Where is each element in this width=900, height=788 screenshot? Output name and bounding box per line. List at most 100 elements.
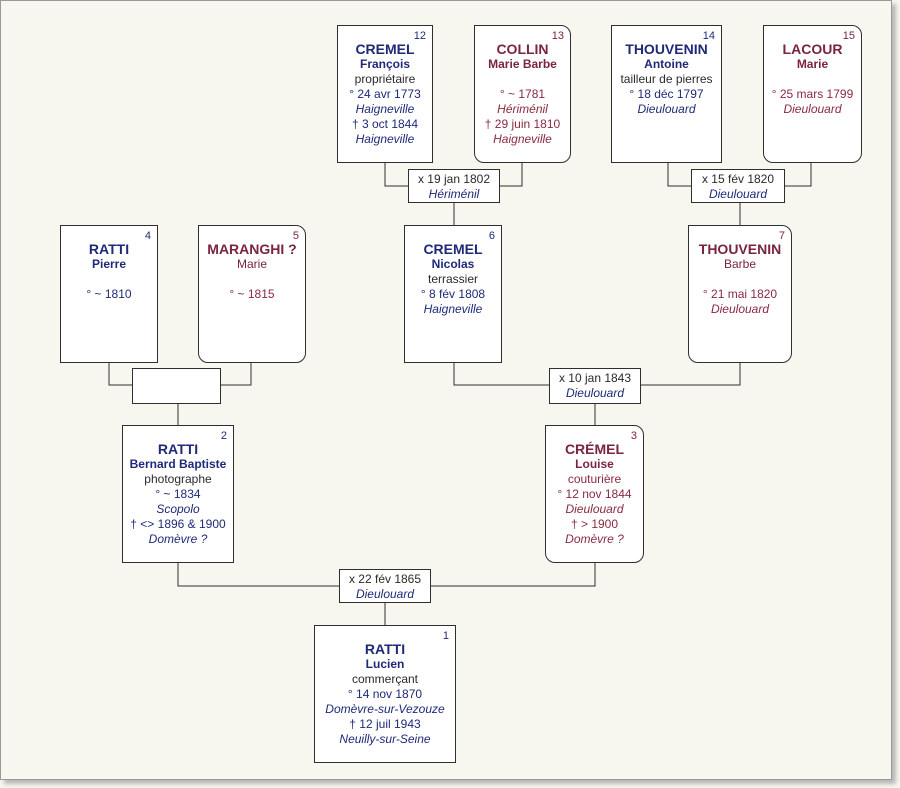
birth-date: ° 8 fév 1808 [420, 287, 486, 301]
marriage-box-7[interactable]: x 15 fév 1820 Dieulouard [691, 169, 785, 203]
sosa-number: 4 [144, 230, 151, 242]
birth-place: Dieulouard [783, 102, 842, 116]
person-card-4[interactable]: 4 RATTI Pierre ° ~ 1810 [60, 225, 158, 363]
birth-place: Haigneville [423, 302, 483, 316]
marriage-box-1[interactable]: x 22 fév 1865 Dieulouard [339, 569, 431, 603]
connector-7-6 [641, 362, 741, 386]
birth-place: Domèvre-sur-Vezouze [325, 702, 445, 716]
surname: THOUVENIN [625, 41, 708, 57]
connector-12-13 [384, 162, 408, 187]
given-name: Pierre [91, 257, 127, 271]
sosa-number: 7 [778, 230, 785, 242]
marriage-date: x 15 fév 1820 [701, 172, 775, 186]
connector-6-7 [453, 362, 549, 386]
sosa-number: 15 [842, 30, 855, 42]
given-name: Louise [575, 457, 614, 471]
person-card-6[interactable]: 6 CREMEL Nicolas terrassier ° 8 fév 1808… [404, 225, 502, 363]
connector-5-4 [221, 362, 252, 386]
birth-place: Dieulouard [565, 502, 624, 516]
occupation: terrassier [427, 272, 478, 286]
connector-14-15 [667, 162, 691, 187]
connector-4-5 [108, 362, 132, 386]
person-card-7[interactable]: 7 THOUVENIN Barbe ° 21 mai 1820 Dieuloua… [688, 225, 792, 363]
connector-2-3 [177, 562, 339, 587]
birth-date: ° ~ 1834 [155, 487, 201, 501]
death-place: Neuilly-sur-Seine [339, 732, 431, 746]
birth-date: ° ~ 1781 [499, 87, 546, 101]
given-name: Bernard Baptiste [129, 457, 227, 471]
person-card-2[interactable]: 2 RATTI Bernard Baptiste photographe ° ~… [122, 425, 234, 563]
birth-date: ° ~ 1810 [86, 287, 132, 301]
birth-date: ° 18 déc 1797 [629, 87, 704, 101]
surname: THOUVENIN [698, 241, 782, 257]
death-date: † 12 juil 1943 [349, 717, 421, 731]
marriage-place: Hériménil [428, 187, 480, 201]
death-place: Domèvre ? [565, 532, 624, 546]
death-place: Domèvre ? [148, 532, 208, 546]
given-name: Marie [236, 257, 267, 271]
occupation: photographe [144, 472, 212, 486]
occupation: tailleur de pierres [620, 72, 713, 86]
birth-date: ° 14 nov 1870 [347, 687, 423, 701]
surname: MARANGHI ? [207, 241, 297, 257]
marriage-date: x 19 jan 1802 [417, 172, 491, 186]
marriage-box-3[interactable]: x 10 jan 1843 Dieulouard [549, 368, 641, 404]
birth-place: Dieulouard [637, 102, 696, 116]
birth-date: ° 12 nov 1844 [557, 487, 632, 501]
marriage-place: Dieulouard [565, 386, 625, 400]
marriage-box-2[interactable] [132, 368, 221, 404]
birth-date: ° 21 mai 1820 [702, 287, 778, 301]
person-card-5[interactable]: 5 MARANGHI ? Marie ° ~ 1815 [198, 225, 306, 363]
sosa-number: 3 [630, 430, 637, 442]
surname: CRÉMEL [564, 441, 625, 457]
birth-place: Dieulouard [710, 302, 770, 316]
sosa-number: 13 [551, 30, 564, 42]
sosa-number: 12 [413, 30, 426, 42]
given-name: Barbe [723, 257, 757, 271]
surname: COLLIN [496, 41, 549, 57]
connector-15-14 [785, 162, 812, 187]
marriage-box-6[interactable]: x 19 jan 1802 Hériménil [408, 169, 500, 203]
birth-place: Haigneville [355, 102, 415, 116]
death-date: † <> 1896 & 1900 [130, 517, 226, 531]
birth-place: Scopolo [156, 502, 200, 516]
sosa-number: 14 [702, 30, 715, 42]
birth-date: ° 24 avr 1773 [349, 87, 421, 101]
sosa-number: 2 [220, 430, 227, 442]
sosa-number: 1 [442, 630, 449, 642]
death-date: † 3 oct 1844 [351, 117, 419, 131]
person-card-1[interactable]: 1 RATTI Lucien commerçant ° 14 nov 1870 … [314, 625, 456, 763]
surname: RATTI [364, 641, 406, 657]
surname: LACOUR [782, 41, 843, 57]
marriage-date: x 22 fév 1865 [348, 572, 422, 586]
given-name: François [359, 57, 410, 71]
death-place: Haigneville [355, 132, 415, 146]
sosa-number: 6 [488, 230, 495, 242]
occupation: couturière [567, 472, 622, 486]
birth-place: Hériménil [497, 102, 548, 116]
person-card-3[interactable]: 3 CRÉMEL Louise couturière ° 12 nov 1844… [545, 425, 644, 563]
given-name: Marie Barbe [488, 57, 557, 71]
surname: RATTI [157, 441, 199, 457]
person-card-15[interactable]: 15 LACOUR Marie ° 25 mars 1799 Dieulouar… [763, 25, 862, 163]
given-name: Marie [796, 57, 829, 71]
given-name: Antoine [644, 57, 689, 71]
occupation: commerçant [351, 672, 419, 686]
death-date: † > 1900 [570, 517, 619, 531]
connector-3-2 [431, 562, 596, 587]
death-place: Haigneville [493, 132, 552, 146]
given-name: Nicolas [431, 257, 475, 271]
surname: RATTI [88, 241, 130, 257]
marriage-place: Dieulouard [708, 187, 768, 201]
person-card-14[interactable]: 14 THOUVENIN Antoine tailleur de pierres… [611, 25, 722, 163]
marriage-date: x 10 jan 1843 [558, 371, 632, 385]
person-card-13[interactable]: 13 COLLIN Marie Barbe ° ~ 1781 Hériménil… [474, 25, 571, 163]
given-name: Lucien [365, 657, 405, 671]
birth-date: ° ~ 1815 [229, 287, 275, 301]
occupation: propriétaire [354, 72, 416, 86]
person-card-12[interactable]: 12 CREMEL François propriétaire ° 24 avr… [337, 25, 433, 163]
birth-date: ° 25 mars 1799 [771, 87, 854, 101]
surname: CREMEL [355, 41, 415, 57]
sosa-number: 5 [292, 230, 299, 242]
